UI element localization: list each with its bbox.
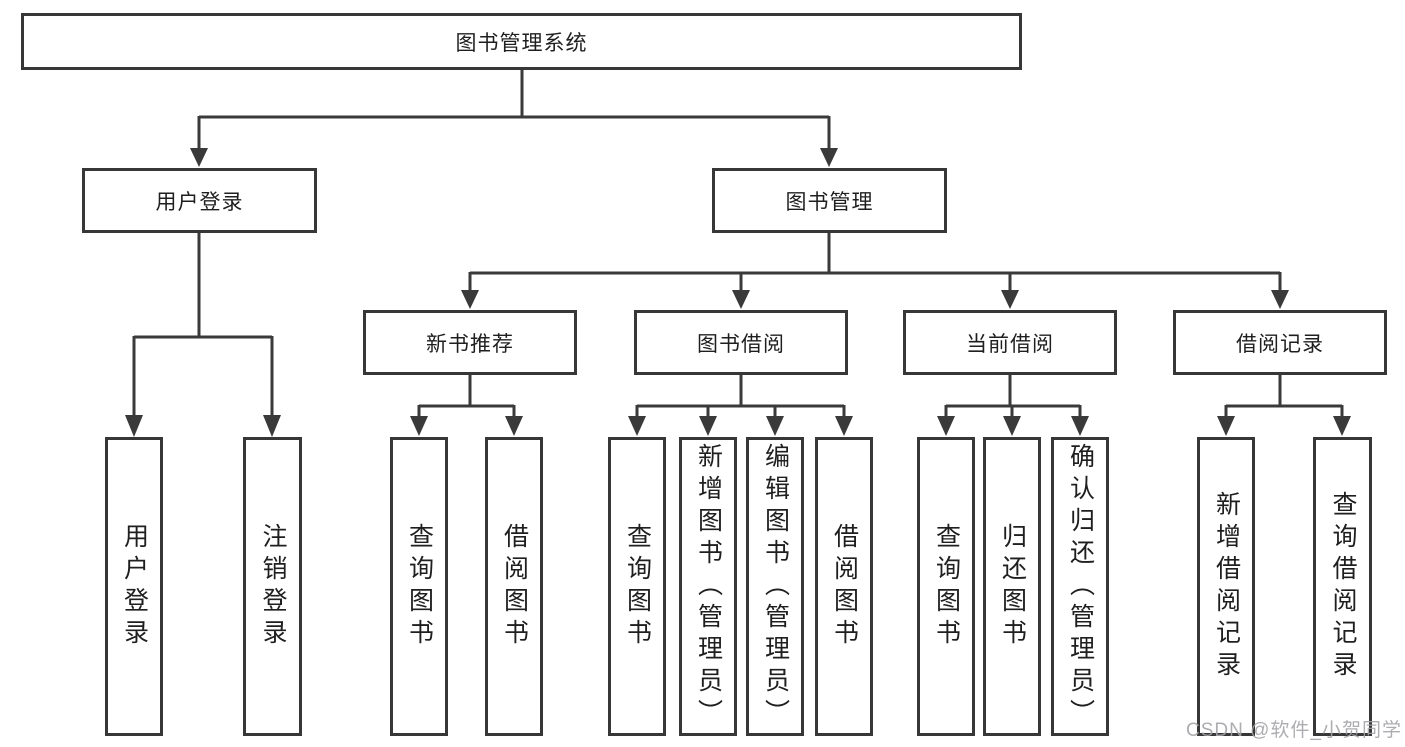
node-book-management: 图书管理 [712,168,947,233]
node-borrow-records: 借阅记录 [1173,310,1387,375]
leaf-borrow-query-book: 查询图书 [608,437,666,736]
leaf-confirm-return-admin: 确认归还（管理员） [1051,437,1109,736]
leaf-add-borrow-record: 新增借阅记录 [1197,437,1255,736]
leaf-add-book-admin: 新增图书（管理员） [679,437,737,736]
leaf-user-login: 用户登录 [105,437,163,736]
leaf-return-book: 归还图书 [983,437,1041,736]
leaf-logout: 注销登录 [243,437,302,736]
csdn-watermark: CSDN @软件_小贺同学 [1186,720,1402,741]
node-current-borrow: 当前借阅 [903,310,1117,375]
node-root: 图书管理系统 [21,13,1022,70]
node-user-login: 用户登录 [82,168,317,233]
leaf-edit-book-admin: 编辑图书（管理员） [746,437,804,736]
leaf-recommend-query-book: 查询图书 [390,437,448,736]
leaf-query-borrow-record: 查询借阅记录 [1313,437,1372,736]
arrowheads [125,148,1351,437]
leaf-borrow-book: 借阅图书 [815,437,873,736]
node-book-borrow: 图书借阅 [634,310,848,375]
leaf-current-query-book: 查询图书 [917,437,975,736]
node-new-book-recommend: 新书推荐 [363,310,577,375]
leaf-recommend-borrow-book: 借阅图书 [485,437,543,736]
